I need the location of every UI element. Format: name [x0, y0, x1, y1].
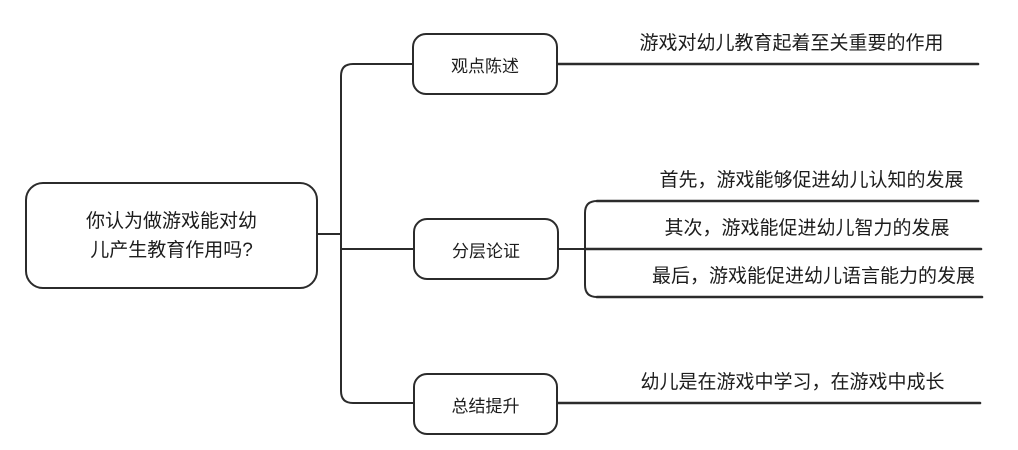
branch-topic-node-statement[interactable]: 观点陈述 — [412, 33, 558, 95]
root-topic-line2: 儿产生教育作用吗? — [90, 239, 253, 261]
child-topic-label[interactable]: 游戏对幼儿教育起着至关重要的作用 — [639, 33, 944, 54]
child-topic-label[interactable]: 首先，游戏能够促进幼儿认知的发展 — [659, 170, 964, 191]
branch-topic-label: 分层论证 — [452, 241, 520, 261]
root-topic-line1: 你认为做游戏能对幼 — [85, 210, 257, 232]
root-topic-node[interactable]: 你认为做游戏能对幼 儿产生教育作用吗? — [25, 182, 318, 289]
child-topic-label[interactable]: 幼儿是在游戏中学习，在游戏中成长 — [640, 372, 945, 393]
child-topic-label[interactable]: 最后，游戏能促进幼儿语言能力的发展 — [651, 266, 975, 287]
branch-topic-node-argument[interactable]: 分层论证 — [413, 218, 559, 280]
trunk-connector — [340, 63, 415, 404]
branch-topic-label: 总结提升 — [451, 396, 520, 416]
branch-topic-label: 观点陈述 — [451, 56, 519, 76]
root-topic-text: 你认为做游戏能对幼 儿产生教育作用吗? — [86, 207, 257, 265]
child-topic-label[interactable]: 其次，游戏能促进幼儿智力的发展 — [664, 218, 950, 239]
branch-topic-node-summary[interactable]: 总结提升 — [413, 373, 558, 435]
